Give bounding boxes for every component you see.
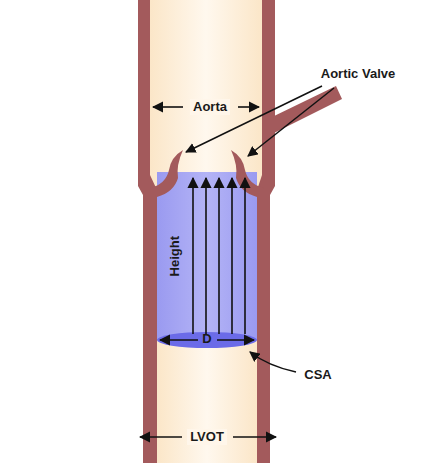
valve-leaflet: [150, 150, 183, 197]
aorta-lumen: [150, 0, 262, 190]
vessel-label: LVOT: [187, 429, 227, 445]
part-label: CSA: [301, 367, 334, 383]
leader-lines: [186, 86, 334, 372]
dimension-arrows: [140, 107, 276, 437]
vessel-wall: [138, 0, 157, 463]
flow-column: [157, 172, 257, 340]
valve-leaflet: [231, 150, 264, 197]
vessel-wall: [257, 0, 275, 463]
part-label: Aortic Valve: [318, 66, 398, 82]
vessel-label: Aorta: [190, 99, 230, 115]
dimension-label: D: [199, 331, 214, 347]
dimension-label: Height: [167, 233, 183, 279]
flow-arrows: [193, 178, 245, 334]
